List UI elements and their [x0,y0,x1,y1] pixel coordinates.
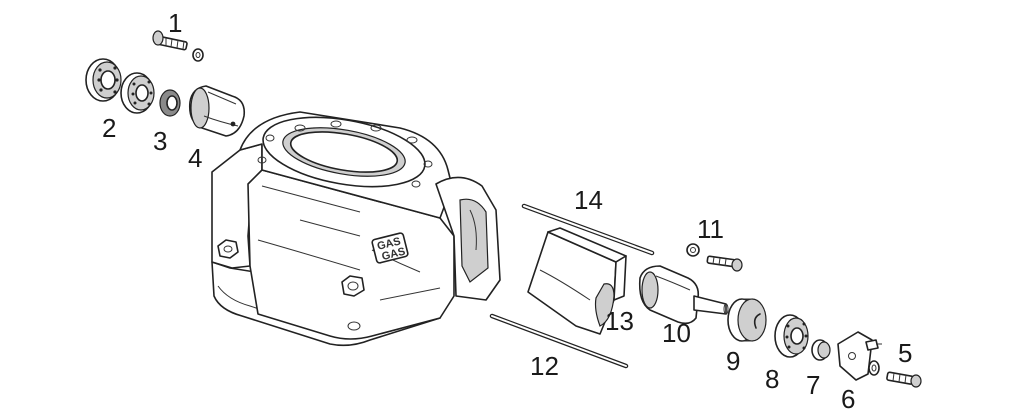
gas-gas-logo: GAS GAS [371,232,409,264]
part-1-screw [152,30,188,51]
part-7-ring [811,339,831,361]
cylinder-body: GAS GAS [211,111,501,347]
part-13-valve-block [527,227,627,335]
callout-2: 2 [102,113,117,143]
part-2-bearing-outer [85,58,122,102]
svg-text:GAS: GAS [381,246,407,263]
part-4-sleeve [188,85,246,137]
part-2-bearing-inner [120,72,155,114]
part-9-bushing [727,298,767,342]
callout-13: 13 [605,306,634,336]
part-6-cover-plate [837,331,882,381]
callout-3: 3 [153,126,168,156]
callout-7: 7 [806,370,821,400]
part-1-washer [192,48,204,62]
part-3-seal-ring [159,89,181,117]
part-12-rod [489,313,629,369]
callout-14: 14 [574,185,603,215]
callout-1: 1 [168,8,183,38]
base-nut-left [217,239,239,259]
part-5-washer [868,360,880,376]
part-5-screw [886,371,922,388]
callout-8: 8 [765,364,780,394]
part-11-washer [686,243,700,257]
callout-10: 10 [662,318,691,348]
callout-11: 11 [697,214,724,244]
callout-12: 12 [530,351,559,381]
callout-9: 9 [726,346,741,376]
callout-5: 5 [898,338,913,368]
callout-4: 4 [188,143,203,173]
part-8-bearing [774,314,809,358]
callout-6: 6 [841,384,856,414]
base-nut-right [341,275,365,297]
part-10-actuator [638,265,729,325]
part-11-screw [706,255,743,272]
part-14-rod [521,203,655,256]
svg-text:GAS: GAS [376,235,402,252]
